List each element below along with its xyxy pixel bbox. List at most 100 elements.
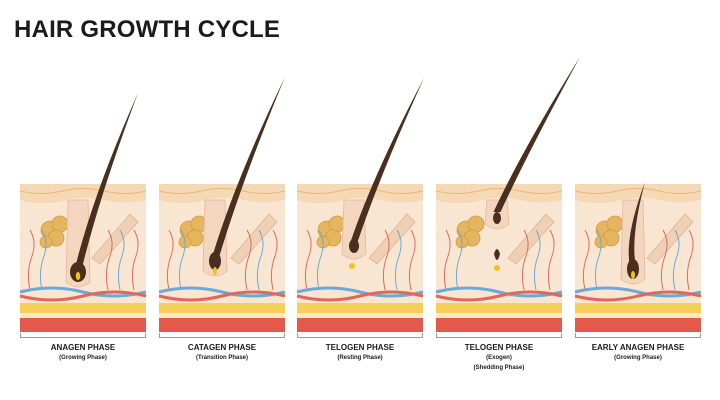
hair-follicle <box>202 199 228 277</box>
skin-section-illustration <box>19 93 147 332</box>
stage-bracket <box>159 333 285 338</box>
phase-detail: (Resting Phase) <box>337 355 383 361</box>
epidermis-line <box>296 188 424 194</box>
stage-exogen: TELOGEN PHASE (Exogen) (Shedding Phase) <box>435 0 580 400</box>
epidermis-layer <box>436 184 562 204</box>
capillaries <box>166 229 278 291</box>
capillary <box>244 229 252 291</box>
dermal-papilla <box>349 263 355 269</box>
capillary <box>256 229 264 291</box>
new-hair-bulb <box>494 249 500 260</box>
capillary <box>408 229 416 291</box>
arrector-pili-muscle <box>646 213 694 265</box>
epidermis-line <box>435 188 563 194</box>
capillary <box>304 229 312 291</box>
dermal-papilla <box>494 265 500 271</box>
capillary <box>105 229 113 291</box>
hair-shaft <box>628 182 645 267</box>
fat-layer <box>20 303 146 313</box>
stage-caption: TELOGEN PHASE (Resting Phase) <box>287 343 433 363</box>
dermal-papilla <box>213 267 217 275</box>
capillary <box>533 229 541 291</box>
vein-red <box>158 290 286 302</box>
skin-section-illustration <box>296 78 424 332</box>
capillary <box>117 229 125 291</box>
vein-blue <box>574 286 702 298</box>
phase-name: EARLY ANAGEN PHASE <box>591 343 685 352</box>
hair-bulb <box>627 259 639 279</box>
epidermis-layer <box>297 184 423 204</box>
vein-red <box>19 290 147 302</box>
fat-layer <box>159 303 285 313</box>
capillary <box>178 229 186 291</box>
stage-bracket <box>575 333 701 338</box>
stage-caption: CATAGEN PHASE (Transition Phase) <box>149 343 295 363</box>
capillaries <box>27 229 139 291</box>
arrector-pili-muscle <box>368 213 416 265</box>
stage-caption: TELOGEN PHASE (Exogen) (Shedding Phase) <box>426 343 572 373</box>
stage-catagen: CATAGEN PHASE (Transition Phase) <box>158 0 286 400</box>
page-title: HAIR GROWTH CYCLE <box>14 16 281 43</box>
capillary <box>316 229 324 291</box>
capillary <box>443 229 451 291</box>
epidermis-line <box>19 188 147 194</box>
fat-layer <box>575 303 701 313</box>
phase-detail: (Growing Phase) <box>59 355 107 361</box>
muscle-layer <box>575 318 701 332</box>
epidermis-layer <box>575 184 701 204</box>
capillary <box>166 229 174 291</box>
capillaries <box>582 229 694 291</box>
gland-lobe <box>51 215 69 233</box>
phase-name: TELOGEN PHASE <box>325 343 395 352</box>
hair-shaft <box>211 77 285 259</box>
vein-blue <box>435 286 563 298</box>
epidermis-line <box>158 188 286 194</box>
dermal-papilla <box>631 271 635 279</box>
vein-blue <box>296 286 424 298</box>
club-hair-bulb <box>349 239 359 253</box>
stage-anagen: ANAGEN PHASE (Growing Phase) <box>19 0 147 400</box>
hair-follicle <box>65 199 91 288</box>
fat-layer-light <box>575 313 701 318</box>
arrector-pili-muscle <box>230 213 278 265</box>
phase-name: ANAGEN PHASE <box>50 343 116 352</box>
phase-detail: (Transition Phase) <box>195 355 248 361</box>
hair-follicle <box>341 199 367 260</box>
capillary <box>594 229 602 291</box>
phase-name: TELOGEN PHASE <box>464 343 534 352</box>
fat-layer-light <box>297 313 423 318</box>
arrector-pili-muscle <box>507 213 555 265</box>
capillary <box>672 229 680 291</box>
gland-lobe <box>467 215 485 233</box>
muscle-layer <box>159 318 285 332</box>
hair-shaft <box>74 93 138 270</box>
epidermis-line <box>574 188 702 194</box>
skin-section-illustration <box>435 57 580 332</box>
stage-bracket <box>20 333 146 338</box>
capillaries <box>443 229 555 291</box>
muscle-layer <box>436 318 562 332</box>
stage-telogen: TELOGEN PHASE (Resting Phase) <box>296 0 424 400</box>
vein-blue <box>19 286 147 298</box>
vein-blue <box>158 286 286 298</box>
stage-bracket <box>436 333 562 338</box>
vein-red <box>435 290 563 302</box>
capillary <box>27 229 35 291</box>
skin-section-illustration <box>574 182 702 332</box>
sebaceous-gland <box>455 215 485 249</box>
fat-layer-light <box>436 313 562 318</box>
hair-shaft <box>350 78 424 242</box>
arrector-pili-muscle <box>91 213 139 265</box>
phase-extra: (Shedding Phase) <box>473 365 525 371</box>
fat-layer-light <box>20 313 146 318</box>
phase-detail: (Exogen) <box>486 355 512 361</box>
muscle-layer <box>20 318 146 332</box>
capillary <box>382 229 390 291</box>
vein-red <box>574 290 702 302</box>
muscle-layer <box>297 318 423 332</box>
hair-shaft <box>493 57 580 212</box>
capillary <box>270 229 278 291</box>
hair-bulb <box>209 252 221 270</box>
phase-detail: (Growing Phase) <box>614 355 662 361</box>
